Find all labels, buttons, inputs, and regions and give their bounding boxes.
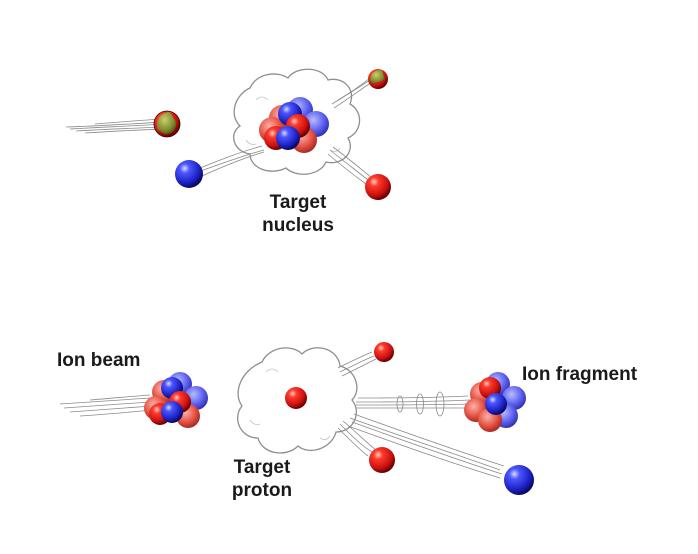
label-target-proton: Target proton <box>232 456 292 502</box>
ion-fragment-trail <box>355 391 471 417</box>
ejected-trail-upper <box>337 351 377 377</box>
ejected-neutron <box>175 160 203 188</box>
ejected-trail-lower-proton <box>337 420 377 457</box>
ejected-fragment-top-right <box>368 69 388 89</box>
target-nucleus <box>259 97 329 153</box>
ejected-trail-lower-neutron <box>347 413 505 479</box>
label-ion-beam: Ion beam <box>57 350 141 371</box>
cloud-texture-bottom <box>249 368 331 440</box>
ejected-proton-upper <box>374 342 394 362</box>
label-target-nucleus-line2: nucleus <box>262 215 334 236</box>
label-target-nucleus: Target nucleus <box>262 191 334 237</box>
label-target-nucleus-line1: Target <box>269 192 327 213</box>
target-proton <box>285 387 307 409</box>
projectile-trail <box>65 118 164 134</box>
label-target-proton-line2: proton <box>231 480 293 501</box>
label-target-proton-line1: Target <box>233 457 291 478</box>
ion-beam-nucleus <box>144 372 208 428</box>
ejected-proton-lower <box>369 447 395 473</box>
projectile-nucleon <box>153 110 181 138</box>
ejected-proton <box>365 174 391 200</box>
ejected-neutron-lower <box>504 465 534 495</box>
ejected-trail-proton <box>327 146 373 185</box>
ion-fragment-nucleus <box>464 372 526 432</box>
ion-beam-trail <box>59 394 153 417</box>
ejected-trail-top-right <box>331 77 373 109</box>
label-ion-fragment: Ion fragment <box>522 364 638 385</box>
ejected-trail-neutron <box>197 145 265 177</box>
